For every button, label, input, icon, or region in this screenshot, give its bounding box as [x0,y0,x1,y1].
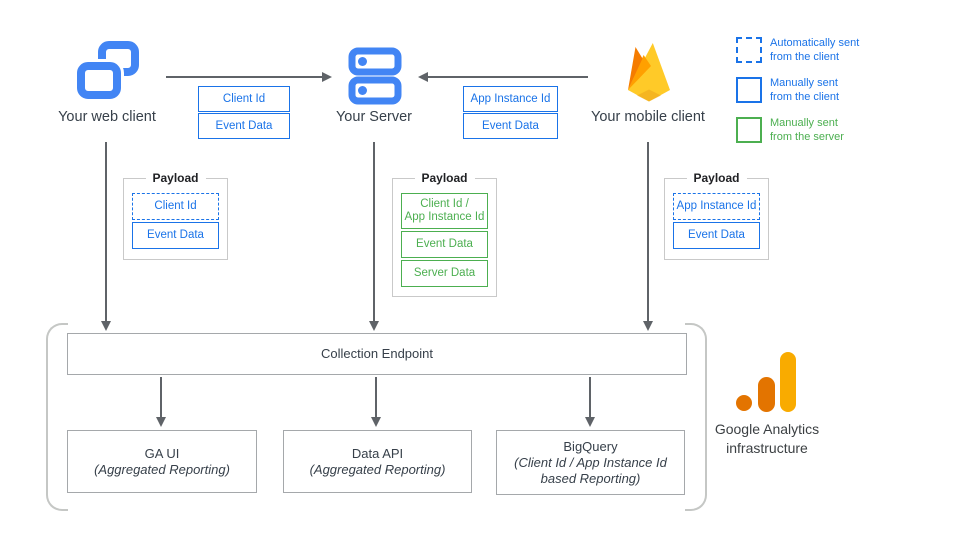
ga-ui-box: GA UI (Aggregated Reporting) [67,430,257,493]
payload-title: Payload [145,171,206,185]
infrastructure-bracket-right [685,323,707,511]
legend-swatch-automatic-client [736,37,762,63]
ga-ui-title: GA UI [144,445,180,461]
data-api-subtitle: (Aggregated Reporting) [309,461,446,477]
server-icon [348,47,402,105]
arrow-web-to-server-line [166,76,322,78]
payload-group-mobile: Payload App Instance Id Event Data [664,171,769,260]
payload-item-event-data: Event Data [132,222,219,249]
server-label: Your Server [335,109,413,125]
collection-endpoint-label: Collection Endpoint [320,346,434,361]
arrow-web-down-line [105,142,107,322]
legend-label-line: from the server [770,130,844,143]
data-api-box: Data API (Aggregated Reporting) [283,430,472,493]
bigquery-subtitle-line: (Client Id / App Instance Id [514,454,667,470]
mobile-client-label: Your mobile client [591,109,705,125]
payload-item-client-id-app-instance-id: Client Id / App Instance Id [401,193,488,229]
legend-label-manual-client: Manually sent from the client [770,77,839,104]
bigquery-box: BigQuery (Client Id / App Instance Id ba… [496,430,685,495]
payload-title: Payload [686,171,747,185]
arrow-endpoint-to-gaui-head [156,417,166,427]
payload-group-server: Payload Client Id / App Instance Id Even… [392,171,497,297]
payload-item-event-data: Event Data [401,231,488,258]
arrow-server-down-line [373,142,375,322]
legend-label-line: Manually sent [770,117,838,129]
data-api-title: Data API [351,445,404,461]
arrow-mobile-down-line [647,142,649,322]
edge-label-event-data-web: Event Data [198,113,290,139]
infrastructure-bracket-left [46,323,68,511]
infrastructure-caption-line: Google Analytics [714,421,820,437]
payload-item-event-data: Event Data [673,222,760,249]
edge-label-event-data-mobile: Event Data [463,113,558,139]
arrow-endpoint-to-gaui-line [160,377,162,418]
bigquery-subtitle-line: based Reporting) [540,470,641,486]
legend-label-line: Manually sent [770,77,838,89]
legend-label-line: Automatically sent [770,37,860,49]
collection-endpoint-box: Collection Endpoint [67,333,687,375]
infrastructure-caption: Google Analytics infrastructure [702,420,832,458]
web-client-icon [76,41,139,102]
edge-label-client-id: Client Id [198,86,290,112]
arrow-endpoint-to-bigquery-head [585,417,595,427]
arrow-web-to-server-head [322,72,332,82]
payload-item-line: App Instance Id [404,211,485,223]
payload-item-client-id: Client Id [132,193,219,220]
legend-label-automatic-client: Automatically sent from the client [770,37,859,64]
legend-label-line: from the client [770,50,840,63]
arrow-mobile-to-server-line [428,76,588,78]
arrow-server-down-head [369,321,379,331]
google-analytics-logo-icon [736,352,796,412]
payload-item-line: Client Id / [420,197,469,210]
infrastructure-caption-line: infrastructure [726,440,808,456]
legend-swatch-manual-server [736,117,762,143]
legend-label-manual-server: Manually sent from the server [770,117,844,144]
arrow-endpoint-to-dataapi-line [375,377,377,418]
arrow-web-down-head [101,321,111,331]
web-client-label: Your web client [58,109,156,125]
edge-label-app-instance-id: App Instance Id [463,86,558,112]
legend-swatch-manual-client [736,77,762,103]
ga-ui-subtitle: (Aggregated Reporting) [94,461,230,477]
payload-title: Payload [414,171,475,185]
payload-group-web: Payload Client Id Event Data [123,171,228,260]
legend-label-line: from the client [770,90,840,103]
arrow-mobile-to-server-head [418,72,428,82]
firebase-icon [628,43,670,102]
arrow-endpoint-to-bigquery-line [589,377,591,418]
payload-item-app-instance-id: App Instance Id [673,193,760,220]
bigquery-title: BigQuery [563,438,618,454]
arrow-mobile-down-head [643,321,653,331]
payload-item-server-data: Server Data [401,260,488,287]
arrow-endpoint-to-dataapi-head [371,417,381,427]
